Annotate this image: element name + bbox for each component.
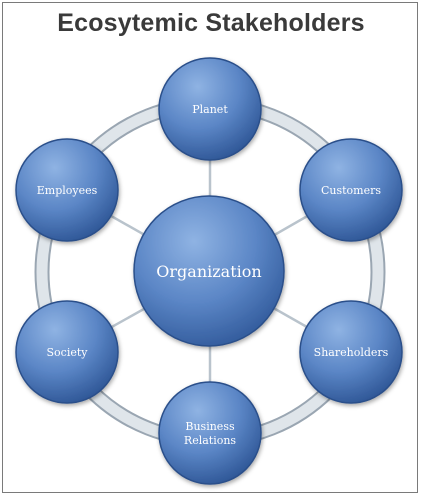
- stakeholder-node-customers: [299, 138, 403, 242]
- diagram-title: Ecosytemic Stakeholders: [57, 9, 365, 37]
- stakeholder-label-customers: Customers: [321, 184, 381, 197]
- stakeholder-node-society-circle: [15, 300, 119, 404]
- stakeholder-label-business-relations-line2: Relations: [184, 434, 237, 447]
- stakeholder-node-employees: [15, 138, 119, 242]
- stakeholder-node-planet: [158, 57, 262, 161]
- stakeholder-node-shareholders-circle: [299, 300, 403, 404]
- stakeholder-node-business-relations-circle: [158, 381, 262, 485]
- stakeholder-label-shareholders: Shareholders: [314, 346, 389, 359]
- stakeholder-node-business-relations: [158, 381, 262, 485]
- stakeholder-node-shareholders: [299, 300, 403, 404]
- stakeholder-node-customers-circle: [299, 138, 403, 242]
- stakeholder-node-employees-circle: [15, 138, 119, 242]
- center-node: [133, 195, 285, 347]
- stakeholder-label-planet: Planet: [192, 103, 228, 116]
- center-node-circle: [133, 195, 285, 347]
- stakeholder-label-society: Society: [47, 346, 89, 359]
- stakeholder-node-society: [15, 300, 119, 404]
- center-node-label: Organization: [156, 262, 261, 281]
- stakeholder-node-planet-circle: [158, 57, 262, 161]
- stakeholder-label-employees: Employees: [37, 184, 98, 197]
- stakeholder-label-business-relations-line1: Business: [185, 420, 235, 433]
